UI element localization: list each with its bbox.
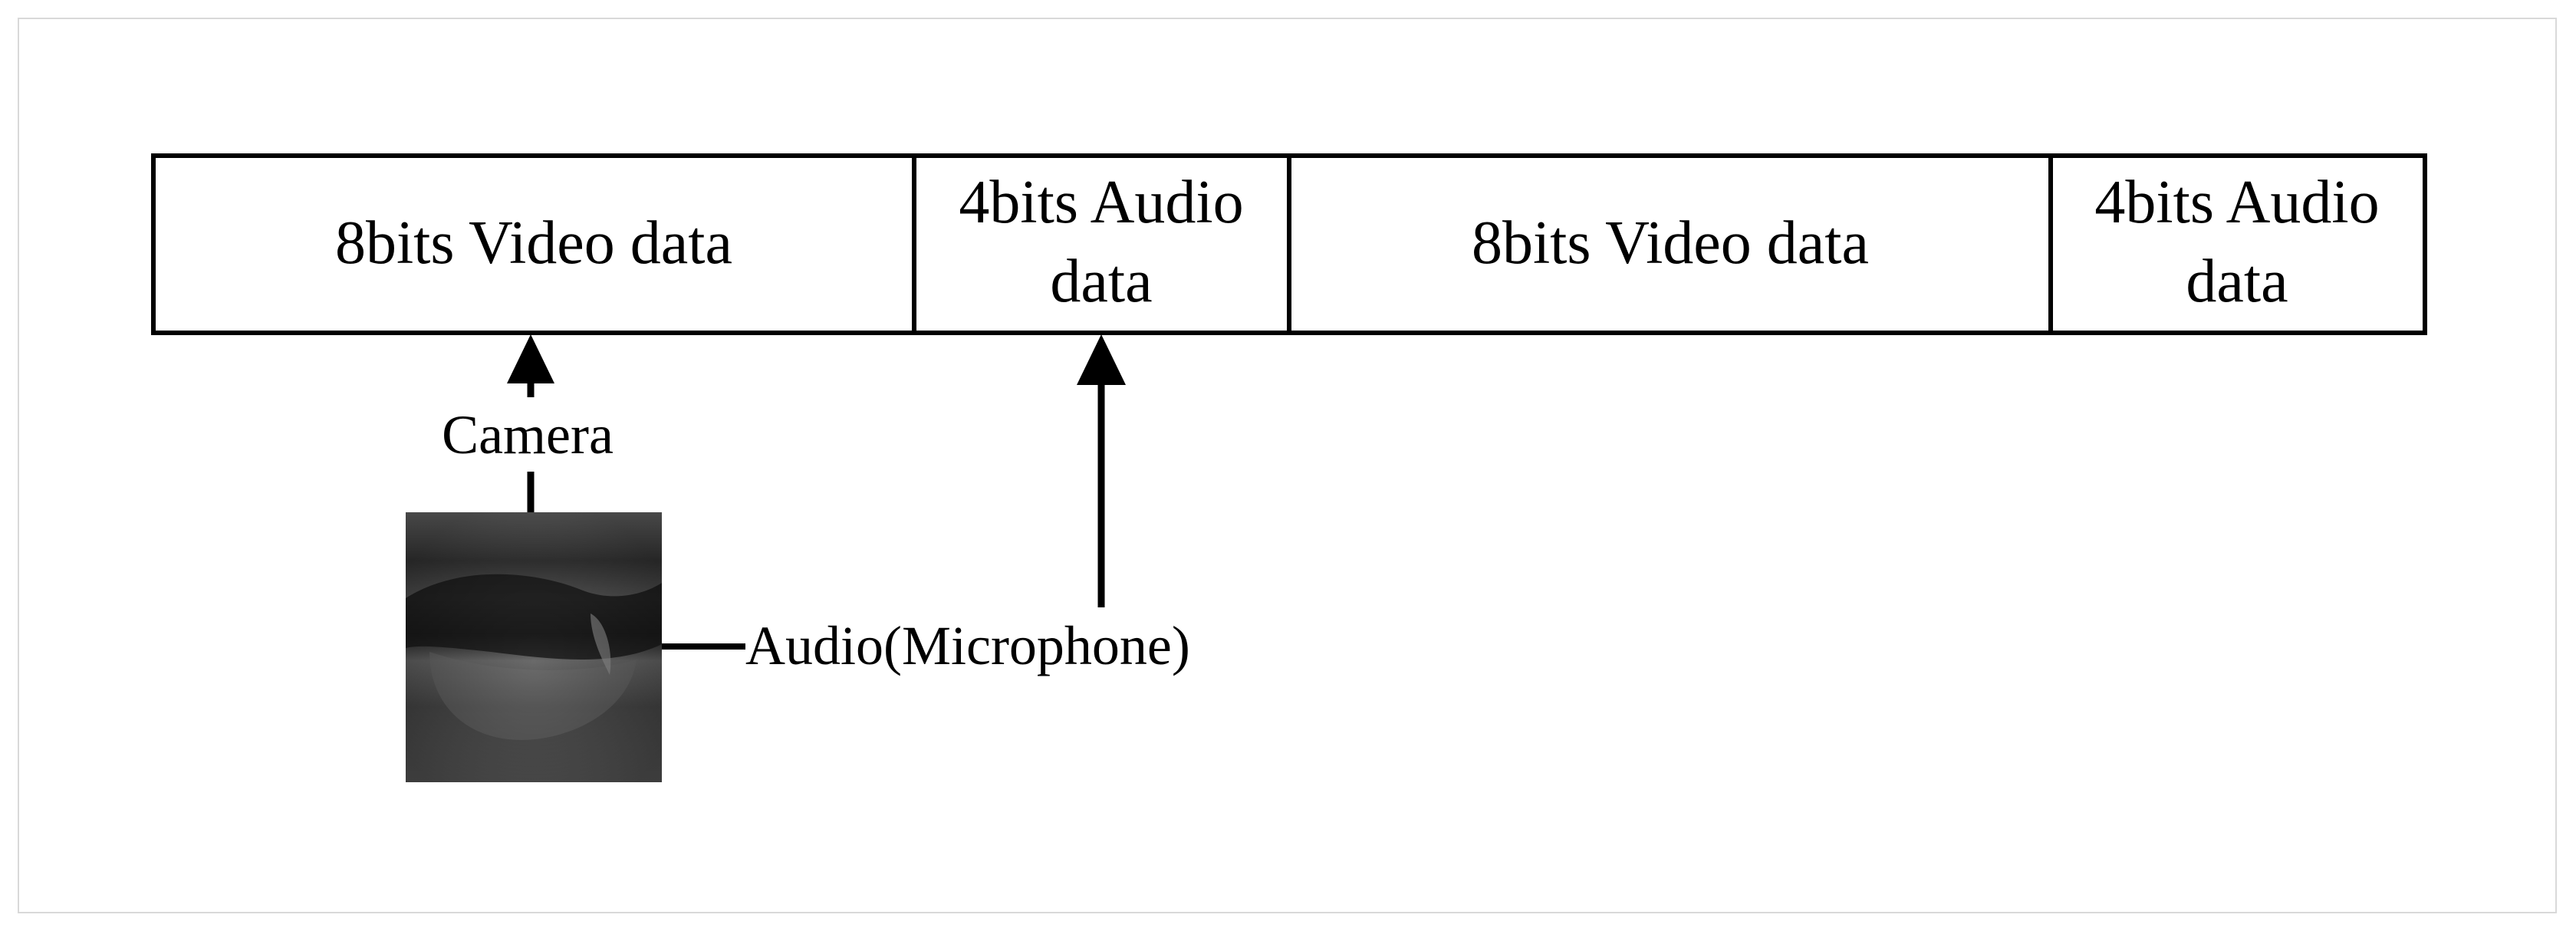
segment-1-label: 8bits Video data: [335, 209, 732, 277]
audio-arrowhead: [1077, 334, 1126, 385]
segment-3-label: 8bits Video data: [1472, 209, 1869, 277]
segment-4-label-line1: 4bits Audio: [2094, 169, 2379, 236]
segment-2-label-line2: data: [1050, 248, 1152, 315]
audio-microphone-label: Audio(Microphone): [745, 615, 1190, 676]
camera-arrowhead: [507, 334, 554, 383]
figure-frame: [18, 18, 2557, 913]
segment-2-label-line1: 4bits Audio: [959, 169, 1243, 236]
mouth-lips-image: [406, 512, 662, 782]
segment-4-label-line2: data: [2186, 248, 2288, 315]
camera-label: Camera: [442, 404, 614, 466]
